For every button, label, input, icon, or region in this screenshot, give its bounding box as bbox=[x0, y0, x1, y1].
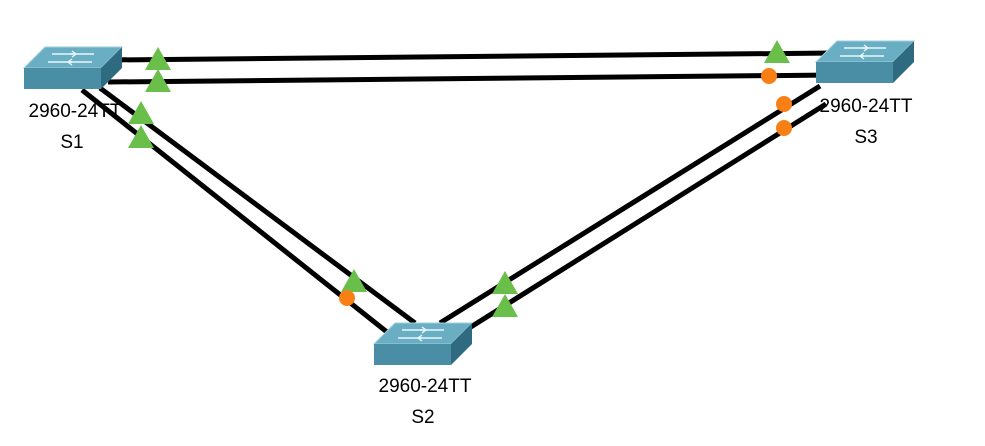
port-s2-s1-s2-b-blocking-indicator bbox=[339, 290, 355, 306]
device-hostname-label: S2 bbox=[411, 407, 434, 428]
port-s1-s1-s2-a-forwarding-indicator bbox=[128, 101, 154, 124]
port-s2-s3-s2-a-forwarding-indicator bbox=[492, 271, 518, 294]
device-s3[interactable]: 2960-24TT S3 bbox=[814, 40, 916, 148]
link-s3-s2-b[interactable] bbox=[464, 101, 828, 333]
switch-icon[interactable] bbox=[22, 46, 124, 89]
device-model-label: 2960-24TT bbox=[29, 101, 122, 122]
device-hostname-label: S1 bbox=[60, 132, 83, 153]
device-s1[interactable]: 2960-24TT S1 bbox=[22, 46, 124, 153]
port-s1-s1-s2-b-forwarding-indicator bbox=[128, 125, 154, 148]
switch-icon[interactable] bbox=[372, 322, 474, 365]
port-s3-s1-s3-a-forwarding-indicator bbox=[764, 40, 790, 63]
link-s1-s3-b[interactable] bbox=[107, 72, 835, 85]
device-model-label: 2960-24TT bbox=[820, 96, 913, 117]
port-s3-s1-s3-b-blocking-indicator bbox=[761, 68, 777, 84]
devices-layer: 2960-24TT S1 2960-24TT S2 2960-24TT S3 bbox=[22, 40, 916, 428]
port-s2-s3-s2-b-forwarding-indicator bbox=[492, 294, 518, 317]
link-s1-s3-a[interactable] bbox=[107, 50, 835, 63]
port-s1-s1-s3-b-forwarding-indicator bbox=[145, 69, 171, 92]
links-layer bbox=[80, 50, 835, 338]
device-model-label: 2960-24TT bbox=[379, 376, 472, 397]
port-s3-s3-s2-b-blocking-indicator bbox=[776, 120, 792, 136]
port-s2-s1-s2-a-forwarding-indicator bbox=[341, 269, 367, 292]
switch-icon[interactable] bbox=[814, 40, 916, 83]
port-s3-s3-s2-a-blocking-indicator bbox=[776, 96, 792, 112]
port-s1-s1-s3-a-forwarding-indicator bbox=[145, 47, 171, 70]
port-status-layer bbox=[128, 40, 792, 317]
device-hostname-label: S3 bbox=[854, 127, 877, 148]
device-s2[interactable]: 2960-24TT S2 bbox=[372, 322, 474, 428]
link-s1-s2-a[interactable] bbox=[98, 85, 417, 326]
